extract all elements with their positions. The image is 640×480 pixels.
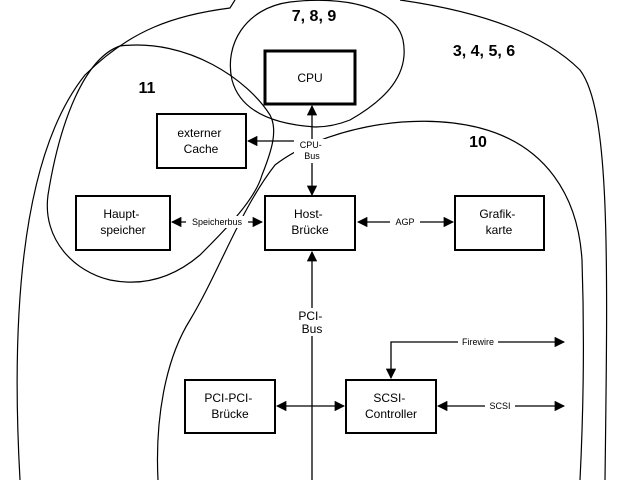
region-outer-number: 3, 4, 5, 6 bbox=[453, 43, 515, 60]
cache-label-line2: Cache bbox=[184, 142, 219, 156]
cpu-bus-label: CPU- Bus bbox=[300, 140, 325, 161]
scsi-controller-label: SCSI- Controller bbox=[365, 391, 417, 421]
region-right-number: 10 bbox=[469, 134, 487, 151]
firewire-label: Firewire bbox=[462, 337, 494, 347]
host-bridge-label-line1: Host- bbox=[294, 207, 323, 221]
region-left-number: 11 bbox=[139, 80, 156, 97]
pci-bridge-label-line2: Brücke bbox=[211, 407, 249, 421]
graphics-label-line2: karte bbox=[486, 223, 513, 237]
region-top-outline bbox=[229, 0, 405, 128]
region-left-outline bbox=[46, 44, 275, 283]
cpu-bus-label-line1: CPU- bbox=[300, 140, 322, 150]
pci-bridge-label-line1: PCI-PCI- bbox=[204, 391, 252, 405]
memory-label-line2: speicher bbox=[100, 223, 145, 237]
memory-label: Haupt- speicher bbox=[100, 207, 145, 237]
scsi-controller-box: SCSI- Controller bbox=[345, 379, 437, 434]
pci-bus-label: PCI- Bus bbox=[298, 309, 325, 336]
agp-label: AGP bbox=[395, 217, 414, 227]
host-bridge-label-line2: Brücke bbox=[291, 223, 329, 237]
graphics-label: Grafik- karte bbox=[479, 207, 518, 237]
host-bridge-box: Host- Brücke bbox=[264, 195, 356, 251]
cache-label-line1: externer bbox=[177, 126, 221, 140]
host-bridge-label: Host- Brücke bbox=[291, 207, 329, 237]
graphics-label-line1: Grafik- bbox=[479, 207, 515, 221]
cpu-box: CPU bbox=[263, 49, 357, 106]
pci-bridge-label: PCI-PCI- Brücke bbox=[204, 391, 255, 421]
memory-bus-label: Speicherbus bbox=[192, 217, 243, 227]
cpu-label: CPU bbox=[297, 71, 322, 85]
firewire-line bbox=[385, 336, 566, 380]
scsi-bus-label: SCSI bbox=[489, 401, 510, 411]
region-right-outline bbox=[156, 120, 585, 480]
cache-box: externer Cache bbox=[156, 113, 247, 169]
region-top-number: 7, 8, 9 bbox=[292, 8, 337, 25]
cpu-bus-label-line2: Bus bbox=[304, 151, 320, 161]
memory-box: Haupt- speicher bbox=[75, 195, 171, 251]
pci-bridge-box: PCI-PCI- Brücke bbox=[184, 379, 276, 434]
cache-label: externer Cache bbox=[177, 126, 224, 156]
pci-bus-label-line1: PCI- bbox=[298, 309, 322, 323]
scsi-controller-label-line2: Controller bbox=[365, 407, 417, 421]
region-outer-outline bbox=[16, 0, 608, 480]
pci-bus-label-line2: Bus bbox=[302, 322, 323, 336]
memory-label-line1: Haupt- bbox=[103, 207, 139, 221]
scsi-controller-label-line1: SCSI- bbox=[373, 391, 405, 405]
graphics-box: Grafik- karte bbox=[454, 195, 545, 251]
